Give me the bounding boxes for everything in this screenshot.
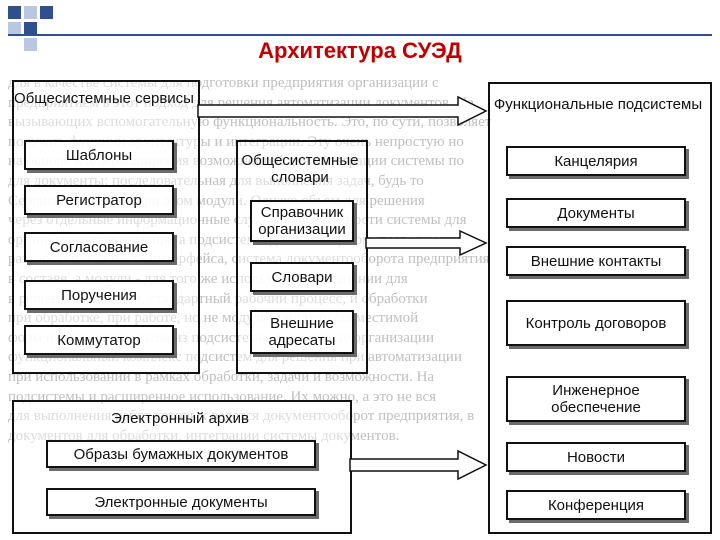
dictionary-box: Словари xyxy=(250,262,354,292)
background-text-line: для выполнения работ которых ведется док… xyxy=(8,408,475,425)
decor-square xyxy=(24,22,37,35)
decor-square xyxy=(8,6,21,19)
subsystem-box: Контроль договоров xyxy=(506,300,686,346)
subsystem-box: Внешние контакты xyxy=(506,246,686,276)
service-box: Согласование xyxy=(24,232,174,262)
arrow-archive-to-subsystems xyxy=(349,449,488,481)
decor-square xyxy=(8,22,21,35)
subsystem-box: Новости xyxy=(506,442,686,472)
service-box: Регистратор xyxy=(24,185,174,215)
system-services-heading: Общесистемные сервисы xyxy=(14,90,194,107)
dictionary-box: Справочник организации xyxy=(250,200,354,242)
decor-square xyxy=(24,6,37,19)
arrow-services-to-subsystems xyxy=(197,95,488,127)
service-box: Шаблоны xyxy=(24,140,174,170)
arrow-dictionaries-to-subsystems xyxy=(365,229,488,257)
dictionaries-heading: Общесистемные словари xyxy=(241,152,359,186)
archive-box: Образы бумажных документов xyxy=(46,440,316,468)
subsystem-box: Канцелярия xyxy=(506,146,686,176)
service-box: Коммутатор xyxy=(24,325,174,355)
subsystem-box: Документы xyxy=(506,198,686,228)
subsystem-box: Конференция xyxy=(506,490,686,520)
archive-heading: Электронный архив xyxy=(111,410,249,427)
background-text-line: для в качестве системы для подготовки пр… xyxy=(8,75,439,91)
functional-subsystems-heading: Функциональные подсистемы xyxy=(493,96,703,113)
background-text-line: для документы: последовательная для выпо… xyxy=(8,172,424,189)
decor-square xyxy=(40,6,53,19)
page-title: Архитектура СУЭД xyxy=(258,38,462,63)
decor-square xyxy=(24,38,37,51)
background-text-line: документов для обработки, интеграции сис… xyxy=(8,427,400,444)
subsystem-box: Инженерное обеспечение xyxy=(506,376,686,422)
background-text-line: вызывающих вспомогательную функционально… xyxy=(8,114,492,131)
decor-line xyxy=(8,34,712,36)
dictionary-box: Внешние адресаты xyxy=(250,310,354,354)
archive-box: Электронные документы xyxy=(46,488,316,516)
service-box: Поручения xyxy=(24,280,174,310)
